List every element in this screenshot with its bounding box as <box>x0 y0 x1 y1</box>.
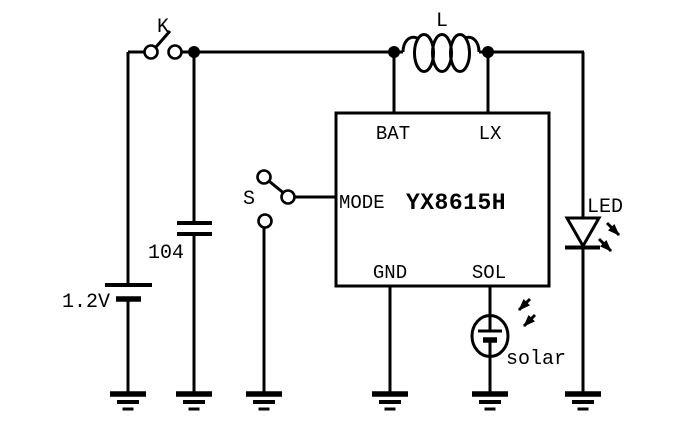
ic-pin-gnd: GND <box>373 262 407 284</box>
ic-pin-sol: SOL <box>472 262 506 284</box>
ic-pin-lx: LX <box>479 123 502 145</box>
wires <box>126 46 585 394</box>
ic-name: YX8615H <box>406 190 506 216</box>
ground-symbols <box>110 394 601 409</box>
led-label: LED <box>587 196 623 219</box>
inductor-symbol: L <box>401 10 481 73</box>
switch-k-symbol: K <box>143 16 183 60</box>
ground-icon <box>565 394 601 409</box>
switch-s-label: S <box>243 188 255 211</box>
ground-icon <box>372 394 408 409</box>
ground-icon <box>110 394 146 409</box>
led-symbol: LED <box>564 196 623 253</box>
junction-dot <box>482 46 494 58</box>
inductor-label: L <box>436 10 448 33</box>
ic-pin-mode: MODE <box>339 192 385 214</box>
solar-label: solar <box>506 348 566 371</box>
battery-symbol: 1.2V <box>62 283 152 314</box>
battery-label: 1.2V <box>62 291 110 314</box>
junction-dot <box>388 46 400 58</box>
ic-block: YX8615H BAT LX MODE GND SOL <box>334 111 551 288</box>
solar-cell-symbol: solar <box>470 297 566 371</box>
ground-icon <box>472 394 508 409</box>
junction-dot <box>188 46 200 58</box>
switch-s-symbol: S <box>243 169 296 229</box>
switch-k-label: K <box>157 16 169 39</box>
ground-icon <box>176 394 212 409</box>
capacitor-label: 104 <box>148 242 184 265</box>
ic-pin-bat: BAT <box>376 123 410 145</box>
ground-icon <box>246 394 282 409</box>
capacitor-symbol: 104 <box>148 221 212 265</box>
